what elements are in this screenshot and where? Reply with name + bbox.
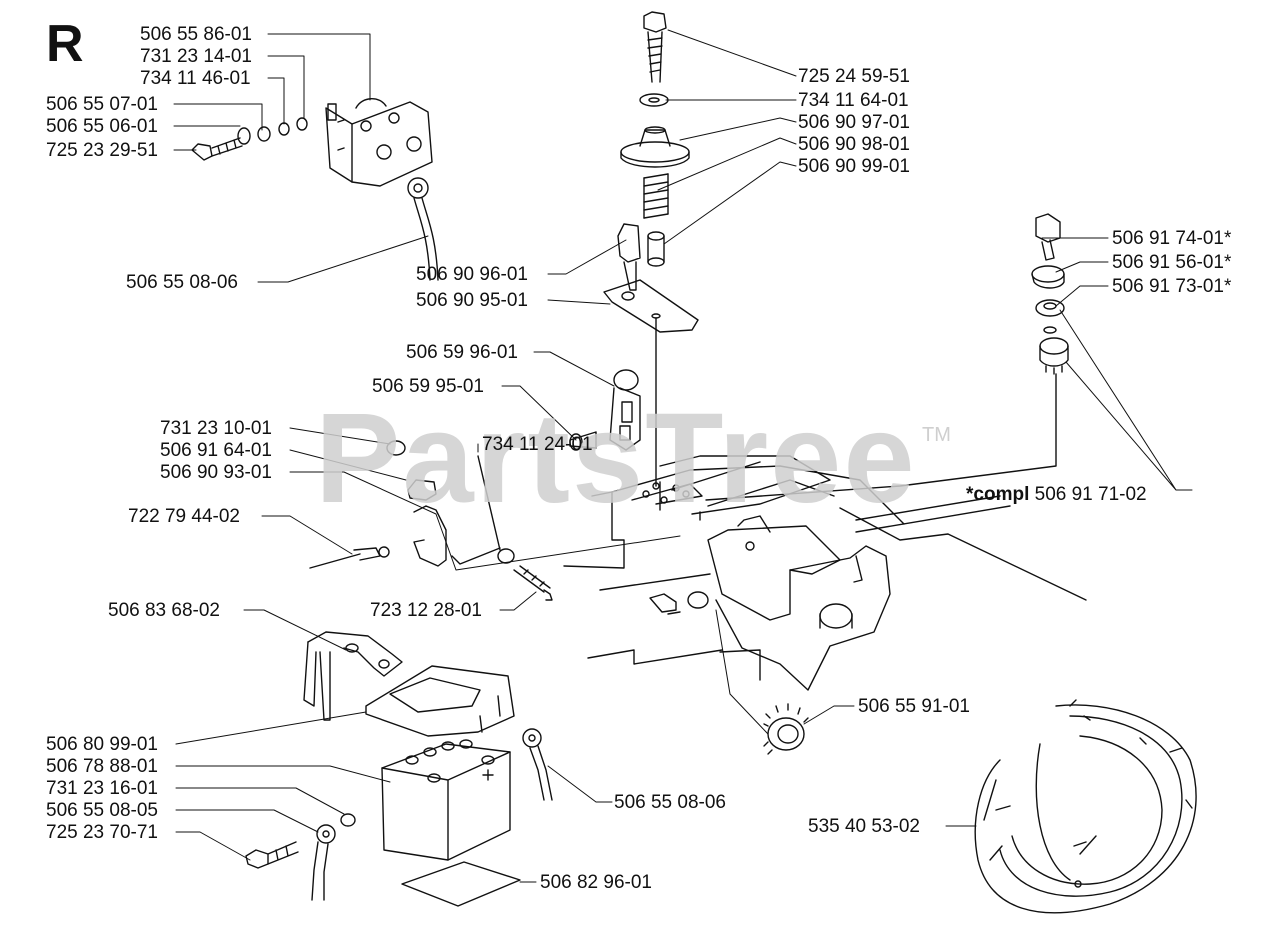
part-label[interactable]: 506 82 96-01 (540, 872, 652, 893)
part-label[interactable]: 506 90 98-01 (798, 134, 910, 155)
solenoid-bolt (191, 117, 308, 161)
part-label[interactable]: 506 91 64-01 (160, 440, 272, 461)
spring (643, 173, 669, 219)
part-label[interactable]: 506 80 99-01 (46, 734, 158, 755)
clamp-parts (309, 440, 553, 601)
battery-cable (245, 728, 553, 901)
battery (381, 739, 511, 861)
solenoid-cable (407, 177, 439, 281)
part-label[interactable]: 734 11 46-01 (140, 68, 251, 89)
ignition-switch (705, 337, 1069, 501)
part-label[interactable]: 731 23 10-01 (160, 418, 272, 439)
part-label[interactable]: 731 23 14-01 (140, 46, 252, 67)
ignition-bezel (1031, 265, 1065, 334)
part-label[interactable]: 506 91 56-01* (1112, 252, 1232, 273)
part-label[interactable]: 725 23 29-51 (46, 140, 158, 161)
part-label[interactable]: 506 90 97-01 (798, 112, 910, 133)
spacer-sleeve (647, 231, 665, 267)
part-label[interactable]: 506 90 99-01 (798, 156, 910, 177)
part-label[interactable]: 725 24 59-51 (798, 66, 910, 87)
part-label[interactable]: 734 11 64-01 (798, 90, 909, 111)
gear (763, 703, 809, 755)
solenoid-assembly (325, 98, 433, 187)
battery-mat (401, 861, 521, 907)
part-label[interactable]: 725 23 70-71 (46, 822, 158, 843)
part-label[interactable]: 506 90 95-01 (416, 290, 528, 311)
battery-hold-clamp (303, 631, 403, 721)
frame-bracket (707, 515, 891, 691)
part-label[interactable]: 506 90 96-01 (416, 264, 528, 285)
leader-lines (173, 29, 1193, 883)
part-label[interactable]: 506 55 07-01 (46, 94, 158, 115)
part-label[interactable]: 506 55 86-01 (140, 24, 252, 45)
small-parts (649, 591, 709, 615)
part-label[interactable]: 723 12 28-01 (370, 600, 482, 621)
part-label[interactable]: 506 91 74-01* (1112, 228, 1232, 249)
part-label[interactable]: 506 55 08-06 (126, 272, 238, 293)
compl-prefix: *compl (966, 484, 1030, 505)
watermark-text: PartsTree (315, 387, 917, 530)
part-label[interactable]: 506 83 68-02 (108, 600, 220, 621)
ignition-key (1035, 213, 1061, 261)
section-letter: R (46, 15, 84, 73)
part-label-compl[interactable]: *compl 506 91 71-02 (966, 485, 1147, 504)
part-label[interactable]: 731 23 16-01 (46, 778, 158, 799)
part-label[interactable]: 734 11 24-01 (482, 434, 593, 455)
wiring-harness (974, 699, 1197, 914)
seat-cone (620, 126, 690, 168)
frame-console (563, 455, 1087, 681)
part-label[interactable]: 722 79 44-02 (128, 506, 240, 527)
part-label[interactable]: 506 90 93-01 (160, 462, 272, 483)
top-bolt (639, 11, 669, 107)
part-label[interactable]: 535 40 53-02 (808, 816, 920, 837)
switch-plunger (617, 223, 641, 291)
part-label[interactable]: 506 91 73-01* (1112, 276, 1232, 297)
part-label[interactable]: 506 55 91-01 (858, 696, 970, 717)
part-label[interactable]: 506 55 08-06 (614, 792, 726, 813)
part-label[interactable]: 506 59 96-01 (406, 342, 518, 363)
part-label[interactable]: 506 78 88-01 (46, 756, 158, 777)
lever (569, 369, 641, 451)
part-label[interactable]: 506 59 95-01 (372, 376, 484, 397)
mount-plate (603, 279, 699, 487)
trademark-mark: TM (922, 424, 951, 446)
battery-cover (365, 665, 515, 737)
part-label[interactable]: 506 55 08-05 (46, 800, 158, 821)
part-label[interactable]: 506 55 06-01 (46, 116, 158, 137)
compl-number: 506 91 71-02 (1034, 484, 1147, 505)
